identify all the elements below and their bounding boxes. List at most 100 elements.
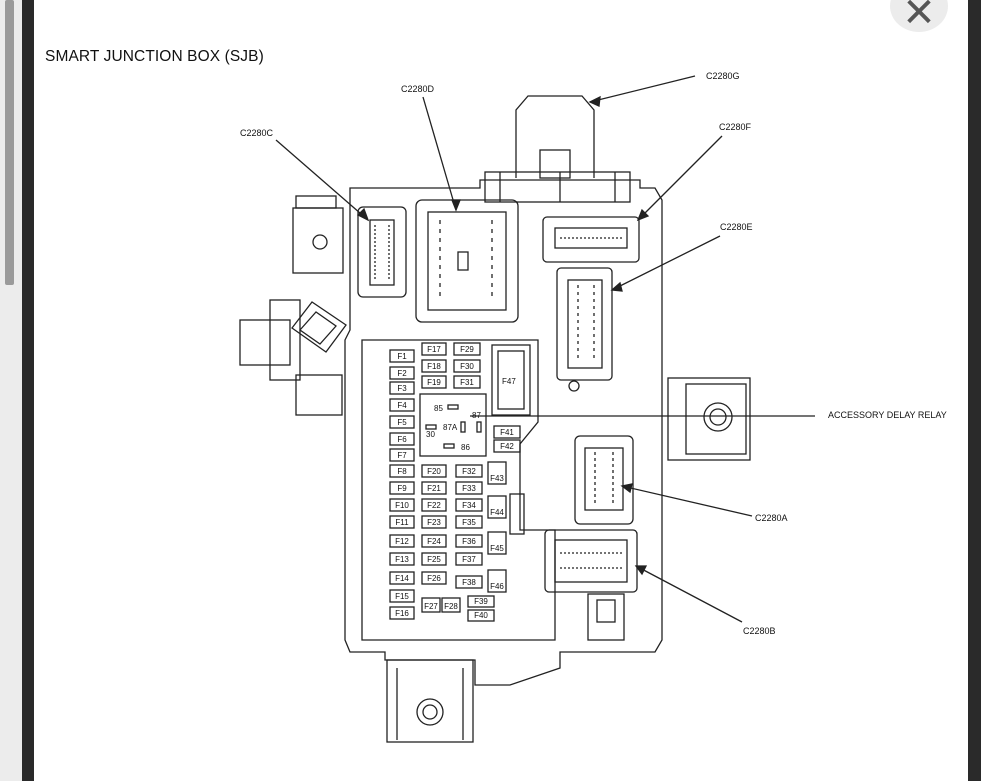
label-C2280D: C2280D xyxy=(401,84,435,94)
fuse-F1: F1 xyxy=(397,352,407,361)
fuse-F8: F8 xyxy=(397,467,407,476)
fuse-F1-box xyxy=(389,349,415,363)
fuse-F18: F18 xyxy=(427,362,441,371)
fuse-F32: F32 xyxy=(462,467,476,476)
connector-C2280D xyxy=(415,199,519,323)
fuse-F22: F22 xyxy=(427,501,441,510)
fuse-F24: F24 xyxy=(427,537,441,546)
connector-C2280E xyxy=(556,267,613,381)
callout-C2280C xyxy=(275,139,369,221)
sjb-housing xyxy=(344,179,663,686)
fuse-F8-box xyxy=(389,464,415,478)
fuse-F16: F16 xyxy=(395,609,409,618)
fuse-F12: F12 xyxy=(395,537,409,546)
fuse-F22-box xyxy=(421,498,447,512)
relay-pin-87: 87 xyxy=(472,411,481,420)
callout-C2280E xyxy=(611,235,721,291)
fuse-F27: F27 xyxy=(424,602,438,611)
fuse-F9-box xyxy=(389,481,415,495)
fuse-F20-box xyxy=(421,464,447,478)
fuse-F34: F34 xyxy=(462,501,476,510)
close-icon: ✕ xyxy=(902,0,936,36)
label-C2280C: C2280C xyxy=(240,128,274,138)
fuse-F47-box xyxy=(491,344,531,416)
label-C2280A: C2280A xyxy=(755,513,788,523)
fuse-F43-box xyxy=(487,461,507,485)
fuse-F14: F14 xyxy=(395,574,409,583)
relay-pin-87A: 87A xyxy=(443,423,458,432)
fuse-F41: F41 xyxy=(500,428,514,437)
diagram-sheet xyxy=(34,0,968,781)
fuse-F10: F10 xyxy=(395,501,409,510)
fuse-F45: F45 xyxy=(490,544,504,553)
fuse-F37: F37 xyxy=(462,555,476,564)
fuse-F30-box xyxy=(453,359,481,373)
fuse-F13: F13 xyxy=(395,555,409,564)
fuse-F17: F17 xyxy=(427,345,441,354)
fuse-F13-box xyxy=(389,552,415,566)
fuse-F6-box xyxy=(389,432,415,446)
fuse-F28: F28 xyxy=(444,602,458,611)
left-ear xyxy=(292,207,344,274)
callout-C2280A xyxy=(621,485,753,517)
fuse-F42: F42 xyxy=(500,442,514,451)
fuse-F14-box xyxy=(389,571,415,585)
fuse-F26: F26 xyxy=(427,574,441,583)
fuse-F31-box xyxy=(453,375,481,389)
connector-C2280F xyxy=(542,216,640,263)
fuse-F4-box xyxy=(389,398,415,412)
callout-C2280G xyxy=(589,75,696,103)
fuse-F25-box xyxy=(421,552,447,566)
fuse-F20: F20 xyxy=(427,467,441,476)
fuse-F31: F31 xyxy=(460,378,474,387)
fuse-F4: F4 xyxy=(397,401,407,410)
fuse-F2-box xyxy=(389,366,415,380)
fuse-F25: F25 xyxy=(427,555,441,564)
relay-pin-85: 85 xyxy=(434,404,443,413)
fuse-F38-box xyxy=(455,575,483,589)
fuse-F11: F11 xyxy=(395,518,409,527)
label-C2280G: C2280G xyxy=(706,71,740,81)
connector-C2280B xyxy=(544,529,638,593)
viewer-frame-right xyxy=(968,0,981,781)
fuse-F12-box xyxy=(389,534,415,548)
fuse-F28-box xyxy=(441,597,461,613)
fuse-F44-box xyxy=(487,495,507,519)
fuse-F5-box xyxy=(389,415,415,429)
fuse-F21: F21 xyxy=(427,484,441,493)
fuse-F36: F36 xyxy=(462,537,476,546)
fuse-F23-box xyxy=(421,515,447,529)
fuse-F3: F3 xyxy=(397,384,407,393)
fuse-F46: F46 xyxy=(490,582,504,591)
callout-C2280B xyxy=(635,565,743,623)
fuse-F36-box xyxy=(455,534,483,548)
fuse-F6: F6 xyxy=(397,435,407,444)
fuse-F44: F44 xyxy=(490,508,504,517)
fuse-F7: F7 xyxy=(397,451,407,460)
fuse-F10-box xyxy=(389,498,415,512)
connector-C2280A xyxy=(574,435,634,525)
label-C2280B: C2280B xyxy=(743,626,776,636)
callout-C2280F xyxy=(637,135,723,221)
fuse-F17-box xyxy=(421,342,447,356)
fuse-F7-box xyxy=(389,448,415,462)
fuse-F41-box xyxy=(493,425,521,439)
fuse-F23: F23 xyxy=(427,518,441,527)
fuse-F2: F2 xyxy=(397,369,407,378)
fuse-F32-box xyxy=(455,464,483,478)
callout-C2280D xyxy=(422,96,457,211)
fuse-F35-box xyxy=(455,515,483,529)
close-button[interactable]: ✕ xyxy=(890,0,948,36)
relay-pin-86: 86 xyxy=(461,443,470,452)
relay-pin-30: 30 xyxy=(426,430,435,439)
left-clip xyxy=(239,319,291,366)
fuse-F39-box xyxy=(467,595,495,608)
fuse-F24-box xyxy=(421,534,447,548)
connector-C2280C xyxy=(357,206,407,298)
fuse-F19: F19 xyxy=(427,378,441,387)
fuse-F40-box xyxy=(467,609,495,622)
left-scrollbar[interactable] xyxy=(5,0,14,285)
fuse-F15: F15 xyxy=(395,592,409,601)
fuse-F40: F40 xyxy=(474,611,488,620)
fuse-F11-box xyxy=(389,515,415,529)
